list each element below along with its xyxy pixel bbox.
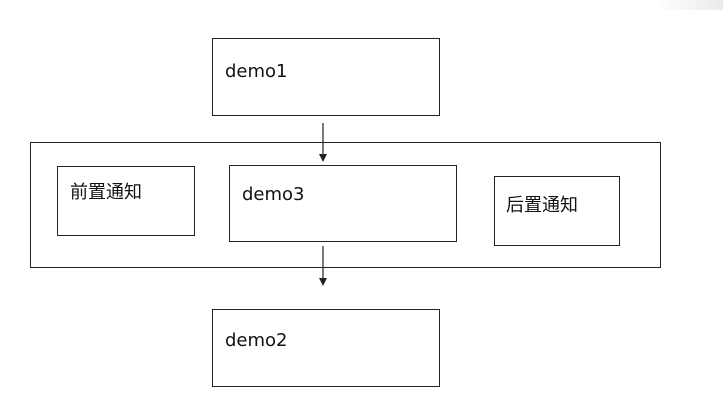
screenshot-corner-shade	[653, 0, 723, 10]
node-demo1-label: demo1	[225, 61, 288, 82]
node-demo1: demo1	[212, 38, 440, 116]
node-demo3-label: demo3	[242, 184, 305, 205]
node-after-advice: 后置通知	[494, 176, 620, 246]
node-demo3: demo3	[229, 165, 457, 242]
node-after-advice-label: 后置通知	[506, 195, 578, 216]
node-demo2: demo2	[212, 309, 440, 387]
advice-container: 前置通知 demo3 后置通知	[30, 142, 661, 268]
node-before-advice-label: 前置通知	[70, 182, 142, 203]
node-before-advice: 前置通知	[57, 166, 195, 236]
node-demo2-label: demo2	[225, 330, 288, 351]
